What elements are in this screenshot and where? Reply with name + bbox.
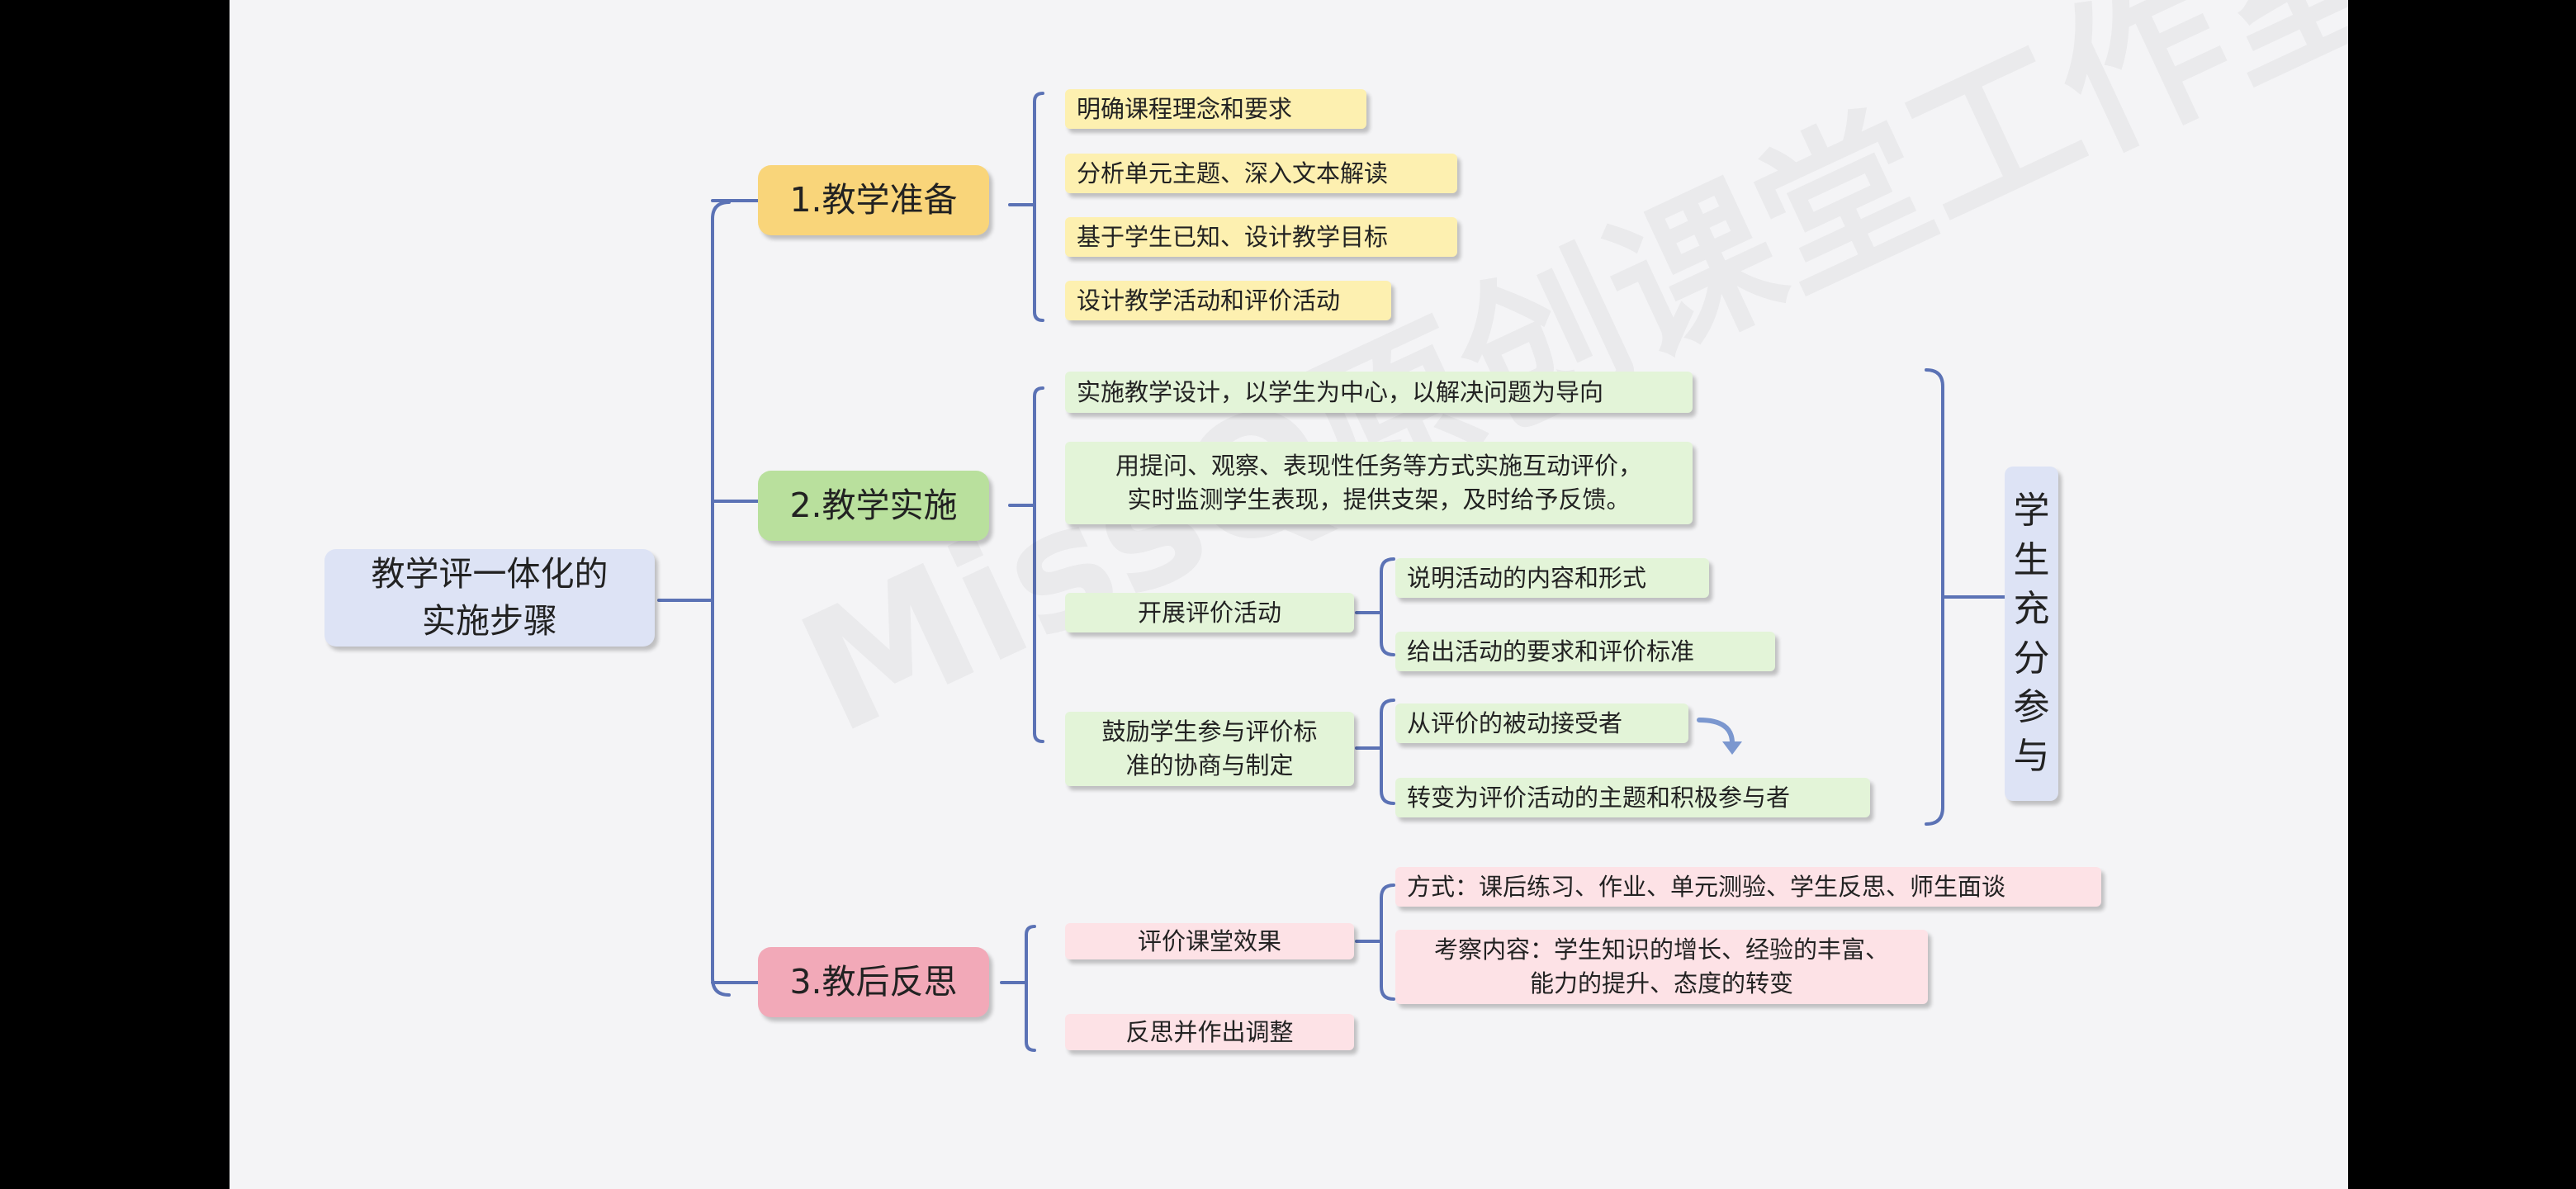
category-teaching-implementation: 2.教学实施 [758, 471, 989, 541]
side-label-student-participation: 学 生 充 分 参 与 [2005, 467, 2058, 801]
impl-item-evaluation-activity: 开展评价活动 [1065, 593, 1354, 632]
evaluate-method: 方式：课后练习、作业、单元测验、学生反思、师生面谈 [1395, 867, 2101, 907]
encourage-child-1: 从评价的被动接受者 [1395, 703, 1688, 743]
eval-activity-child-1: 说明活动的内容和形式 [1395, 558, 1709, 598]
impl-item-2-line1: 用提问、观察、表现性任务等方式实施互动评价， [1115, 452, 1642, 481]
impl-item-2-line2: 实时监测学生表现，提供支架，及时给予反馈。 [1127, 486, 1631, 514]
eval-activity-child-2: 给出活动的要求和评价标准 [1395, 632, 1775, 671]
encourage-line1: 鼓励学生参与评价标 [1101, 718, 1318, 746]
side-char-3: 充 [2013, 588, 2050, 631]
root-line2: 实施步骤 [422, 601, 557, 641]
prep-item-3: 基于学生已知、设计教学目标 [1065, 217, 1457, 257]
connector-lines [657, 92, 2010, 1052]
category-teaching-preparation: 1.教学准备 [758, 165, 989, 235]
evaluate-content-line1: 考察内容：学生知识的增长、经验的丰富、 [1433, 936, 1889, 964]
side-char-6: 与 [2013, 735, 2050, 778]
reflect-item-adjust: 反思并作出调整 [1065, 1014, 1354, 1050]
root-node: 教学评一体化的 实施步骤 [324, 549, 655, 647]
prep-item-4: 设计教学活动和评价活动 [1065, 281, 1391, 320]
impl-item-encourage-participation: 鼓励学生参与评价标 准的协商与制定 [1065, 712, 1354, 786]
side-char-4: 分 [2013, 637, 2050, 680]
encourage-child-2: 转变为评价活动的主题和积极参与者 [1395, 778, 1870, 817]
prep-item-2: 分析单元主题、深入文本解读 [1065, 154, 1457, 193]
evaluate-content: 考察内容：学生知识的增长、经验的丰富、 能力的提升、态度的转变 [1395, 930, 1928, 1004]
side-char-1: 学 [2013, 490, 2050, 533]
encourage-line2: 准的协商与制定 [1125, 751, 1294, 779]
impl-item-1: 实施教学设计，以学生为中心，以解决问题为导向 [1065, 372, 1693, 413]
category-post-teaching-reflection: 3.教后反思 [758, 947, 989, 1017]
reflect-item-evaluate-class: 评价课堂效果 [1065, 923, 1354, 959]
prep-item-1: 明确课程理念和要求 [1065, 89, 1366, 129]
evaluate-content-line2: 能力的提升、态度的转变 [1529, 969, 1793, 997]
side-char-2: 生 [2013, 538, 2050, 581]
side-char-5: 参 [2013, 685, 2050, 728]
mindmap-canvas: MissQ原创课堂工作室 教学评一体化的 实施步骤 1.教学准备 明确课程理念和… [230, 0, 2409, 1189]
root-line1: 教学评一体化的 [371, 553, 608, 594]
impl-item-2: 用提问、观察、表现性任务等方式实施互动评价， 实时监测学生表现，提供支架，及时给… [1065, 442, 1693, 524]
curved-arrow-icon [1697, 718, 1735, 746]
